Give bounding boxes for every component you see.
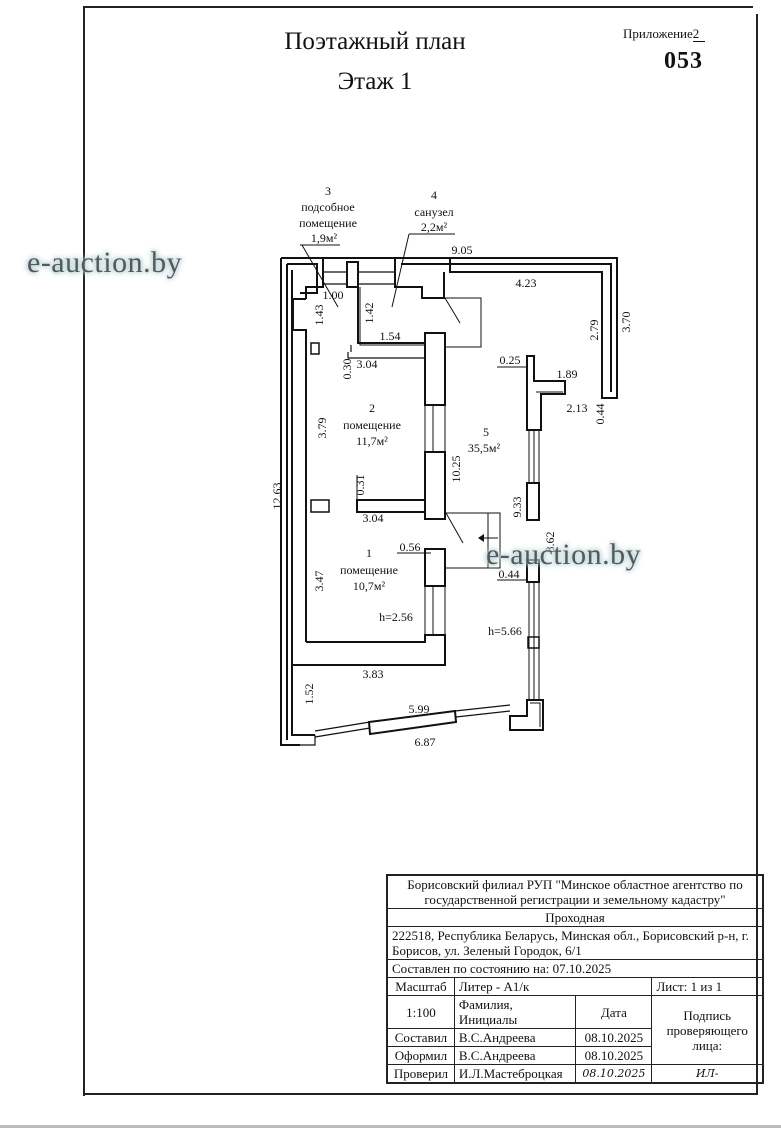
- dim-partition-height: 10.25: [449, 456, 463, 483]
- date: 08.10.2025: [575, 1028, 653, 1047]
- room3-area: 1,9м²: [311, 231, 338, 245]
- sheet-number: Лист: 1 из 1: [651, 977, 764, 996]
- appendix-number: 2: [692, 26, 706, 42]
- dim-room4-height: 1.42: [362, 303, 376, 324]
- dim-right-inner: 2.79: [587, 320, 601, 341]
- room2-number: 2: [369, 401, 375, 415]
- page-frame-right: [756, 14, 758, 1094]
- dim-wall-044-mid: 0.44: [499, 567, 520, 581]
- dim-step-213: 2.13: [567, 401, 588, 415]
- table-row: Оформил В.С.Андреева 08.10.2025: [386, 1046, 763, 1065]
- document-number: 053: [664, 48, 703, 74]
- watermark: e-auction.by: [27, 246, 183, 279]
- room4-area: 2,2м²: [421, 220, 448, 234]
- room5-area: 35,5м²: [468, 441, 501, 455]
- page-frame-bottom: [83, 1093, 758, 1095]
- role: Оформил: [386, 1046, 455, 1065]
- room2-name: помещение: [343, 418, 401, 432]
- dim-bottom-outer: 6.87: [415, 735, 436, 749]
- room2-area: 11,7м²: [356, 434, 388, 448]
- title-block: Борисовский филиал РУП "Минское областно…: [386, 874, 764, 1084]
- room3-name-line1: подсобное: [301, 200, 355, 214]
- appendix-label: Приложение2: [623, 26, 706, 42]
- dim-room2-height: 3.79: [315, 418, 329, 439]
- compiled-as-of: Составлен по состоянию на: 07.10.2025: [386, 959, 764, 978]
- person-name: И.Л.Мастеброцкая: [453, 1064, 577, 1084]
- dim-bottom-inner: 5.99: [409, 702, 430, 716]
- date: 08.10.2025: [575, 1046, 653, 1065]
- dim-bottom-left: 1.52: [302, 684, 316, 705]
- scale-label: Масштаб: [386, 977, 455, 996]
- handwritten-date: 08.10.2025: [575, 1064, 653, 1084]
- outer-wall-outer: [280, 258, 300, 746]
- appendix-text: Приложение: [623, 26, 693, 41]
- dim-wall-030: 0.30: [340, 359, 354, 380]
- dim-room3-width: 1.00: [323, 288, 344, 302]
- liter: Литер - А1/к: [453, 977, 653, 996]
- dim-room1-width: 3.83: [363, 667, 384, 681]
- dim-wall-056: 0.56: [400, 540, 421, 554]
- room5-number: 5: [483, 425, 489, 439]
- scale-value: 1:100: [386, 995, 455, 1029]
- col-name-header: Фамилия, Инициалы: [453, 995, 577, 1029]
- dim-left-total: 12.63: [270, 483, 284, 510]
- room4-name: санузел: [414, 205, 453, 219]
- col-date-header: Дата: [575, 995, 653, 1029]
- room1-number: 1: [366, 546, 372, 560]
- dim-top-total: 9.05: [452, 243, 473, 257]
- dim-room3-height: 1.43: [312, 305, 326, 326]
- table-row: Проверил И.Л.Мастеброцкая 08.10.2025 ИЛ-: [386, 1064, 764, 1084]
- dim-wall-044-top: 0.44: [593, 404, 607, 425]
- organization-name: Борисовский филиал РУП "Минское областно…: [386, 874, 764, 909]
- dim-inner-933: 9.33: [510, 497, 524, 518]
- person-name: В.С.Андреева: [453, 1046, 577, 1065]
- dim-room4-width: 1.54: [380, 329, 401, 343]
- room1-height: h=2.56: [379, 610, 413, 624]
- object-name: Проходная: [386, 908, 764, 927]
- dim-step-189: 1.89: [557, 367, 578, 381]
- dim-wall-031: 0.31: [353, 475, 367, 496]
- dim-room2-bottom-width: 3.04: [363, 511, 384, 525]
- page-title: Поэтажный план: [284, 28, 466, 55]
- dim-room1-height: 3.47: [312, 571, 326, 592]
- watermark: e-auction.by: [486, 538, 642, 571]
- room3-number: 3: [325, 184, 331, 198]
- room1-name: помещение: [340, 563, 398, 577]
- outer-wall-left-inner: [291, 270, 315, 736]
- signature-label: Подпись проверяющего лица:: [651, 995, 764, 1065]
- dim-right-outer: 3.70: [619, 312, 633, 333]
- floor-label: Этаж 1: [337, 68, 413, 95]
- signature: ИЛ-: [651, 1064, 764, 1084]
- page-frame-left: [83, 6, 85, 1096]
- dim-wall-025: 0.25: [500, 353, 521, 367]
- person-name: В.С.Андреева: [453, 1028, 577, 1047]
- dim-top-inner: 4.23: [516, 276, 537, 290]
- room5-height: h=5.66: [488, 624, 522, 638]
- dim-inner-862: 8.62: [543, 532, 557, 553]
- page-edge: [0, 1125, 781, 1128]
- page-frame-top: [83, 6, 753, 8]
- room3-name-line2: помещение: [299, 216, 357, 230]
- room4-number: 4: [431, 188, 437, 202]
- role: Составил: [386, 1028, 455, 1047]
- dim-room2-top-width: 3.04: [357, 357, 378, 371]
- room1-area: 10,7м²: [353, 579, 386, 593]
- role: Проверил: [386, 1064, 455, 1084]
- object-address: 222518, Республика Беларусь, Минская обл…: [386, 926, 764, 960]
